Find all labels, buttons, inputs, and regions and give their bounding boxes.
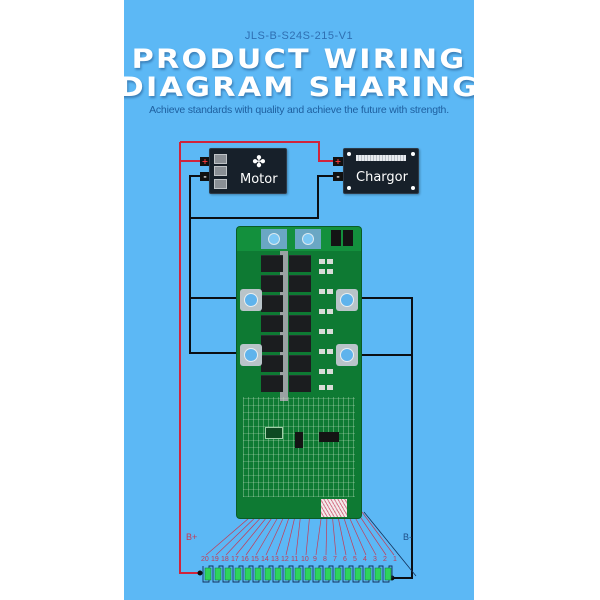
p-minus-terminal-upper (240, 289, 262, 311)
svg-text:12: 12 (281, 556, 289, 563)
svg-text:1: 1 (393, 556, 397, 563)
b-minus-sense-lead (363, 511, 417, 577)
level-bar-icon (356, 155, 406, 161)
b-minus-label: B- (403, 532, 412, 542)
svg-text:14: 14 (261, 556, 269, 563)
cell-numbers: 20 19 18 17 16 15 14 13 12 11 10 9 8 7 6… (201, 556, 397, 563)
motor-box: ✤ Motor (209, 148, 287, 194)
svg-text:6: 6 (343, 556, 347, 563)
svg-text:11: 11 (291, 556, 298, 563)
model-number: JLS-B-S24S-215-V1 (244, 30, 354, 42)
b-minus-terminal-lower (336, 344, 358, 366)
b-plus-node (197, 570, 203, 576)
busbar (280, 251, 288, 401)
slot-icon (214, 154, 227, 164)
charger-minus-wire (190, 175, 334, 219)
svg-text:5: 5 (353, 556, 357, 563)
motor-label: Motor (240, 172, 278, 187)
svg-text:17: 17 (231, 556, 239, 563)
svg-text:19: 19 (211, 556, 219, 563)
fan-icon: ✤ (252, 152, 266, 171)
motor-minus-terminal: - (200, 172, 210, 181)
b-plus-label: B+ (186, 532, 197, 542)
title-line-1: PRODUCT WIRING (131, 44, 467, 75)
p-minus-terminal-lower (240, 344, 262, 366)
svg-text:9: 9 (313, 556, 317, 563)
title-line-2: DIAGRAM SHARING (124, 72, 474, 103)
svg-text:20: 20 (201, 556, 209, 563)
balance-leads (205, 511, 395, 556)
charger-plus-terminal: + (333, 157, 343, 166)
b-minus-terminal-upper (336, 289, 358, 311)
wiring-diagram-panel: JLS-B-S24S-215-V1 PRODUCT WIRING DIAGRAM… (124, 0, 474, 600)
charger-plus-wire (180, 141, 334, 162)
motor-plus-terminal: + (200, 157, 210, 166)
b-minus-wire (354, 297, 413, 579)
charge-port-pad (261, 229, 287, 249)
balance-connector (321, 499, 347, 517)
motor-minus-wire (189, 175, 248, 354)
svg-text:18: 18 (221, 556, 229, 563)
svg-text:13: 13 (271, 556, 279, 563)
subtitle: Achieve standards with quality and achie… (149, 104, 449, 116)
battery-pack (202, 565, 393, 583)
bms-board (237, 227, 361, 518)
charger-minus-terminal: - (333, 172, 343, 181)
svg-text:16: 16 (241, 556, 249, 563)
charge-port-pad (295, 229, 321, 249)
slot-icon (214, 179, 227, 189)
svg-text:15: 15 (251, 556, 259, 563)
positive-wires (179, 141, 334, 574)
svg-text:8: 8 (323, 556, 327, 563)
charger-box: Chargor (343, 148, 419, 194)
svg-text:4: 4 (363, 556, 367, 563)
svg-text:10: 10 (301, 556, 309, 563)
slot-icon (214, 166, 227, 176)
charger-label: Chargor (356, 170, 408, 185)
svg-text:2: 2 (383, 556, 387, 563)
svg-text:7: 7 (333, 556, 337, 563)
b-plus-wire (179, 142, 200, 574)
negative-wires (189, 175, 413, 579)
svg-text:3: 3 (373, 556, 377, 563)
